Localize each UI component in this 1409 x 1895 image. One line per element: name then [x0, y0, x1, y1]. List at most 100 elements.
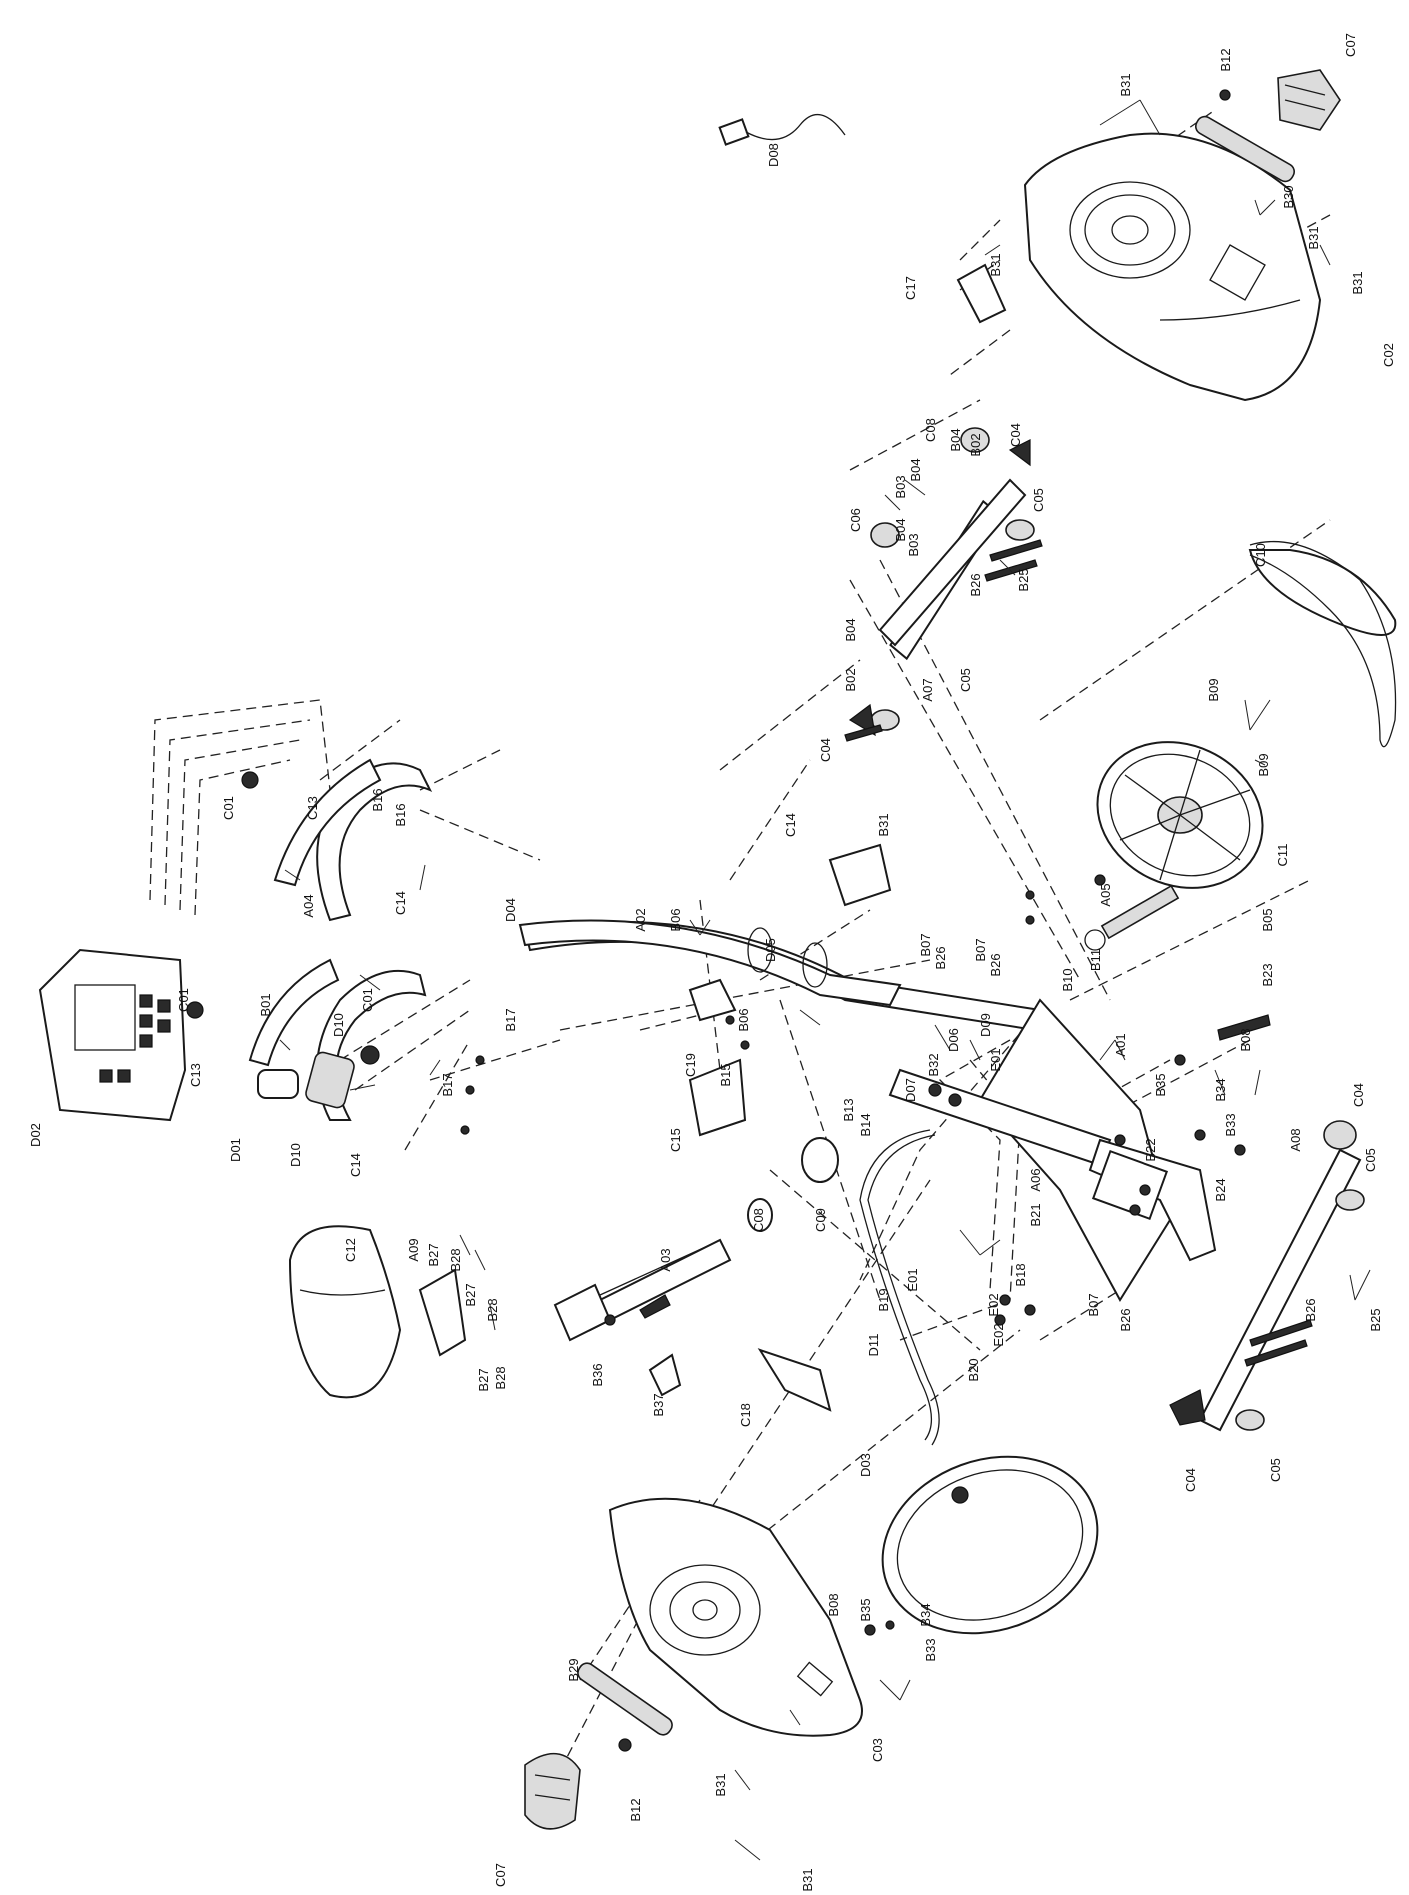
rear-stabilizer-a08 — [1169, 1120, 1365, 1432]
part-label-a06: A06 — [1028, 1168, 1043, 1191]
part-label-d02: D02 — [28, 1123, 43, 1147]
part-label-b28-a: B28 — [448, 1248, 463, 1271]
part-label-a08: A08 — [1288, 1128, 1303, 1151]
part-label-c04-b: C04 — [818, 738, 833, 762]
part-label-b09-b: B09 — [1256, 753, 1271, 776]
flywheel-d03 — [881, 1455, 1099, 1635]
part-label-b36: B36 — [590, 1363, 605, 1386]
part-label-c08-top: C08 — [923, 418, 938, 442]
part-label-b07-c: B07 — [1086, 1293, 1101, 1316]
bracket-c18 — [757, 1348, 832, 1412]
part-label-c12: C12 — [343, 1238, 358, 1262]
part-label-c01-a: C01 — [221, 796, 236, 820]
part-label-b22: B22 — [1143, 1138, 1158, 1161]
part-label-b30: B30 — [1281, 185, 1296, 208]
part-label-e02-a: E02 — [986, 1293, 1001, 1316]
part-label-b27-b: B27 — [463, 1283, 478, 1306]
part-label-d11: D11 — [866, 1334, 881, 1357]
part-label-c19: C19 — [683, 1053, 698, 1077]
sensor-cable-d08 — [718, 113, 846, 146]
part-label-b26-c: B26 — [988, 953, 1003, 976]
part-label-b31-b: B31 — [1306, 226, 1321, 249]
part-label-b31-d: B31 — [988, 253, 1003, 276]
cap-c19 — [688, 978, 737, 1022]
part-label-b26-e: B26 — [1303, 1298, 1318, 1321]
part-label-b04-a: B04 — [948, 428, 963, 451]
front-stabilizer-a07 — [848, 427, 1035, 737]
seat-bracket-a09 — [418, 1268, 467, 1357]
part-label-c05-d: C05 — [1268, 1458, 1283, 1482]
part-label-b14: B14 — [858, 1113, 873, 1136]
part-label-b17-b: B17 — [440, 1073, 455, 1096]
part-label-b35-b: B35 — [858, 1598, 873, 1621]
part-label-b27-a: B27 — [426, 1243, 441, 1266]
part-label-c14-a: C14 — [393, 891, 408, 915]
part-label-b11: B11 — [1088, 949, 1103, 971]
part-label-b12-top: B12 — [1218, 48, 1233, 71]
part-label-c08-mid: C08 — [751, 1208, 766, 1232]
part-label-b01: B01 — [258, 993, 273, 1016]
part-label-a02: A02 — [633, 908, 648, 931]
part-label-d10-a: D10 — [331, 1013, 346, 1037]
part-label-b25-a: B25 — [1016, 568, 1031, 591]
part-label-c05-a: C05 — [1031, 488, 1046, 512]
part-label-b13: B13 — [841, 1098, 856, 1121]
part-label-b18: B18 — [1013, 1263, 1028, 1286]
part-label-b34-b: B34 — [918, 1603, 933, 1626]
part-label-a09: A09 — [406, 1238, 421, 1261]
part-label-a03: A03 — [658, 1248, 673, 1271]
part-label-b03-a: B03 — [893, 475, 908, 498]
axle-a05 — [1084, 884, 1180, 951]
part-label-b10: B10 — [1060, 968, 1075, 991]
part-label-c10: C10 — [1253, 543, 1268, 567]
part-label-b26-d: B26 — [1118, 1308, 1133, 1331]
tension-cable-d11 — [859, 1129, 940, 1446]
part-label-b23: B23 — [1260, 963, 1275, 986]
part-label-c04-c: C04 — [1351, 1083, 1366, 1107]
part-label-c05-c: C05 — [1363, 1148, 1378, 1172]
handlebar-a04 — [186, 758, 433, 1121]
part-label-c04-a: C04 — [1008, 423, 1023, 447]
part-label-c14-b: C14 — [783, 813, 798, 837]
part-label-b34-a: B34 — [1213, 1078, 1228, 1101]
part-label-b17-a: B17 — [503, 1008, 518, 1031]
part-label-b09-a: B09 — [1206, 678, 1221, 701]
crank-arm-b30 — [1194, 89, 1296, 183]
part-label-d06: D06 — [946, 1028, 961, 1052]
part-label-b16-a: B16 — [370, 788, 385, 811]
part-label-d03: D03 — [858, 1453, 873, 1477]
part-label-d08: D08 — [766, 143, 781, 167]
part-label-c13-b: C13 — [188, 1063, 203, 1087]
part-label-b15: B15 — [718, 1063, 733, 1086]
cover-c15 — [688, 1058, 747, 1137]
spring-b23 — [1217, 1014, 1271, 1041]
part-label-c14-c: C14 — [348, 1153, 363, 1177]
part-label-c09: C09 — [813, 1208, 828, 1232]
right-cover-c02 — [1023, 132, 1322, 402]
part-label-d09: D09 — [978, 1013, 993, 1037]
part-label-c04-d: C04 — [1183, 1468, 1198, 1492]
part-label-b26-a: B26 — [968, 573, 983, 596]
part-label-c17: C17 — [903, 276, 918, 300]
part-label-b04-b: B04 — [908, 458, 923, 481]
part-label-b07-a: B07 — [918, 933, 933, 956]
part-label-b04-c: B04 — [893, 518, 908, 541]
part-label-c01-b: C01 — [176, 988, 191, 1012]
part-label-c07-bot: C07 — [493, 1863, 508, 1887]
part-label-a04: A04 — [301, 894, 316, 917]
part-label-d05: D05 — [763, 938, 778, 962]
part-label-c07-top: C07 — [1343, 33, 1358, 57]
part-label-b24: B24 — [1213, 1178, 1228, 1201]
part-label-b19: B19 — [876, 1288, 891, 1311]
part-label-c06: C06 — [848, 508, 863, 532]
part-label-b08-a: B08 — [1238, 1028, 1253, 1051]
part-label-c05-b: C05 — [958, 668, 973, 692]
part-label-b06-b: B06 — [736, 1008, 751, 1031]
leader-lines — [279, 99, 1371, 1861]
part-label-a01: A01 — [1113, 1033, 1128, 1056]
part-label-b29: B29 — [566, 1658, 581, 1681]
part-label-b02-a: B02 — [968, 433, 983, 456]
pulley-wheel-c11 — [1096, 741, 1264, 889]
